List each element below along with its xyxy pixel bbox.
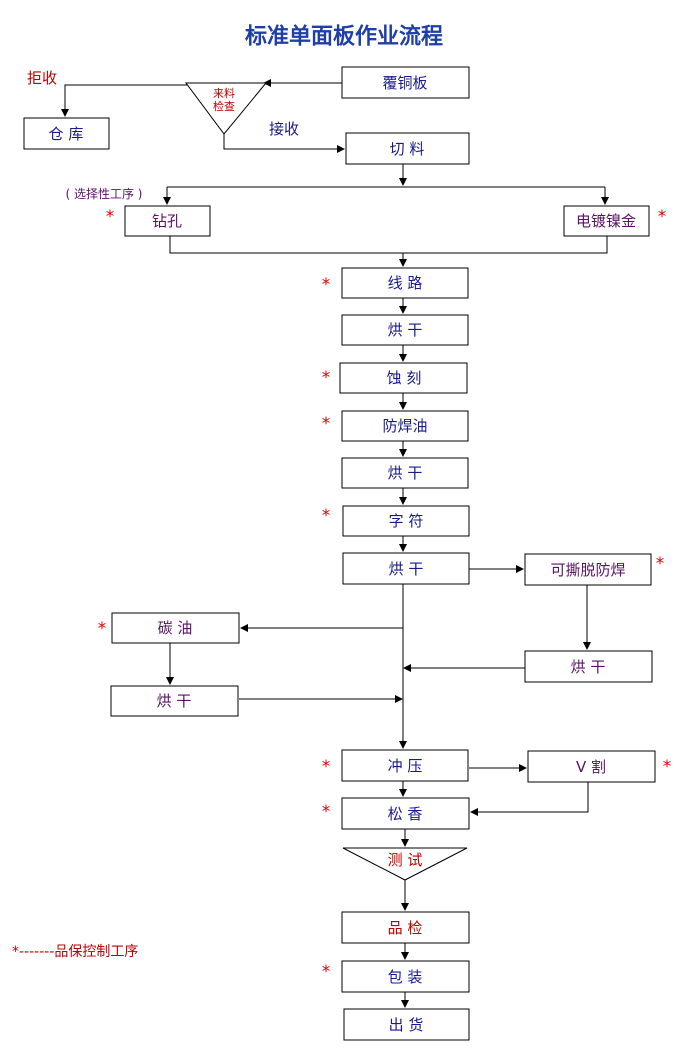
node-dry-carbon: 烘 干 bbox=[110, 685, 239, 717]
qc-star-carbon: * bbox=[98, 619, 107, 639]
label-cutting: 切 料 bbox=[390, 140, 425, 158]
label-copper-clad: 覆铜板 bbox=[382, 74, 427, 92]
label-shipping: 出 货 bbox=[389, 1016, 424, 1034]
qc-star-plating: * bbox=[658, 207, 667, 227]
label-punching: 冲 压 bbox=[388, 757, 423, 775]
qc-star-circuit: * bbox=[322, 275, 331, 295]
label-accept: 接收 bbox=[269, 120, 299, 138]
node-punching: 冲 压 bbox=[341, 749, 469, 782]
node-carbon-oil: 碳 油 bbox=[111, 612, 240, 644]
label-optional-note: ( 选择性工序 ) bbox=[66, 186, 143, 201]
node-qc: 品 检 bbox=[341, 911, 470, 944]
node-etching: 蚀 刻 bbox=[339, 362, 468, 394]
arrow-reject-to-warehouse bbox=[61, 84, 196, 117]
label-packing: 包 装 bbox=[388, 968, 423, 986]
label-etching: 蚀 刻 bbox=[387, 369, 422, 387]
label-peelable-mask: 可撕脱防焊 bbox=[550, 561, 625, 579]
node-plating: 电镀镍金 bbox=[563, 205, 650, 237]
label-dry-3: 烘 干 bbox=[389, 560, 424, 578]
label-v-cut: V 割 bbox=[576, 758, 606, 776]
qc-star-packing: * bbox=[322, 962, 331, 982]
label-rosin: 松 香 bbox=[388, 805, 423, 823]
qc-star-drilling: * bbox=[106, 207, 115, 227]
label-circuit: 线 路 bbox=[388, 274, 423, 292]
node-v-cut: V 割 bbox=[527, 750, 656, 783]
label-qc: 品 检 bbox=[388, 919, 423, 937]
node-dry-peel: 烘 干 bbox=[524, 650, 653, 683]
node-solder-mask: 防焊油 bbox=[341, 410, 469, 442]
label-drilling: 钻孔 bbox=[152, 212, 182, 230]
label-reject: 拒收 bbox=[27, 69, 57, 87]
node-peelable-mask: 可撕脱防焊 bbox=[524, 553, 652, 586]
label-incoming-check-1: 来料 bbox=[213, 86, 235, 100]
qc-star-rosin: * bbox=[322, 802, 331, 822]
connectors bbox=[61, 79, 609, 1008]
node-packing: 包 装 bbox=[341, 960, 470, 993]
legend-qc-process: *-------品保控制工序 bbox=[12, 944, 138, 960]
node-rosin: 松 香 bbox=[341, 797, 470, 830]
label-dry-1: 烘 干 bbox=[388, 321, 423, 339]
label-carbon-oil: 碳 油 bbox=[158, 619, 193, 637]
node-drilling: 钻孔 bbox=[124, 205, 211, 237]
node-shipping: 出 货 bbox=[343, 1008, 470, 1041]
node-legend-print: 字 符 bbox=[342, 505, 470, 537]
node-warehouse: 仓 库 bbox=[23, 117, 110, 150]
label-dry-peel: 烘 干 bbox=[571, 658, 606, 676]
node-cutting: 切 料 bbox=[345, 132, 470, 165]
label-dry-carbon: 烘 干 bbox=[157, 692, 192, 710]
node-dry-1: 烘 干 bbox=[341, 314, 469, 346]
node-circuit: 线 路 bbox=[341, 267, 469, 299]
label-plating: 电镀镍金 bbox=[576, 212, 636, 230]
node-testing: 测 试 bbox=[342, 847, 468, 881]
label-solder-mask: 防焊油 bbox=[382, 417, 427, 435]
qc-star-punching: * bbox=[322, 757, 331, 777]
label-dry-2: 烘 干 bbox=[388, 464, 423, 482]
label-warehouse: 仓 库 bbox=[49, 125, 84, 143]
node-dry-3: 烘 干 bbox=[342, 552, 470, 585]
qc-star-v-cut: * bbox=[663, 757, 672, 777]
qc-star-solder-mask: * bbox=[322, 414, 331, 434]
page-title: 标准单面板作业流程 bbox=[245, 24, 443, 50]
qc-star-legend: * bbox=[322, 506, 331, 526]
label-testing: 测 试 bbox=[388, 851, 423, 869]
node-incoming-check: 来料 检查 bbox=[185, 82, 268, 135]
qc-star-etching: * bbox=[322, 368, 331, 388]
label-incoming-check-2: 检查 bbox=[213, 99, 235, 113]
merge-line bbox=[169, 236, 608, 254]
label-legend-print: 字 符 bbox=[389, 512, 424, 530]
qc-star-peelable: * bbox=[656, 554, 665, 574]
arrow-vcut-rosin bbox=[470, 782, 589, 816]
arrow-accept-to-cutting bbox=[223, 134, 345, 153]
node-dry-2: 烘 干 bbox=[341, 457, 469, 489]
node-copper-clad: 覆铜板 bbox=[341, 66, 470, 99]
